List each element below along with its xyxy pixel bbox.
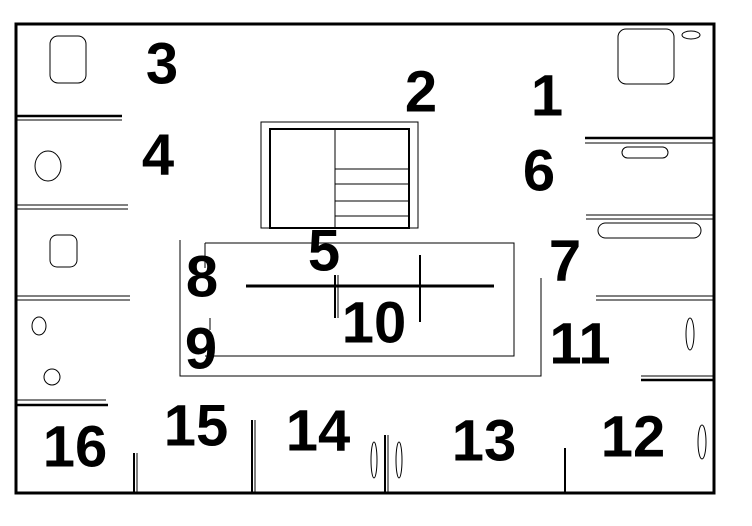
room-label-4: 4 [142, 123, 174, 188]
staircase [260, 121, 419, 229]
right-partitions [585, 136, 714, 382]
oval-fixture [697, 424, 707, 460]
sink-fixture [681, 30, 701, 40]
room-label-5: 5 [308, 219, 340, 284]
room-label-2: 2 [405, 60, 437, 125]
room-label-1: 1 [531, 64, 563, 129]
room-label-6: 6 [523, 139, 555, 204]
room-label-14: 14 [286, 399, 351, 464]
pill-fixture [597, 222, 702, 239]
oval-fixture [395, 441, 403, 479]
bottom-partitions [133, 420, 566, 493]
toilet-fixture [49, 35, 87, 84]
room-label-13: 13 [452, 409, 517, 474]
room-label-9: 9 [185, 317, 217, 382]
oval-fixture [685, 317, 695, 351]
room-label-7: 7 [549, 229, 581, 294]
round-fixture [34, 150, 62, 182]
room-label-8: 8 [186, 245, 218, 310]
room-label-15: 15 [164, 394, 229, 459]
central-room [179, 240, 542, 377]
tub-fixture [617, 28, 675, 85]
round-fixture [43, 368, 61, 386]
room-labels: 1 2 3 4 5 6 7 8 9 10 11 12 13 14 15 16 [43, 32, 666, 480]
round-fixture [31, 316, 47, 336]
left-partitions [16, 114, 130, 407]
oval-fixture [370, 441, 378, 479]
fixtures [31, 28, 707, 479]
room-label-12: 12 [601, 405, 666, 470]
outer-wall [14, 22, 716, 495]
room-label-10: 10 [342, 291, 407, 356]
room-label-16: 16 [43, 415, 108, 480]
pill-fixture [621, 146, 669, 159]
room-label-11: 11 [549, 312, 610, 377]
room-label-3: 3 [146, 32, 178, 97]
square-fixture [49, 234, 78, 268]
